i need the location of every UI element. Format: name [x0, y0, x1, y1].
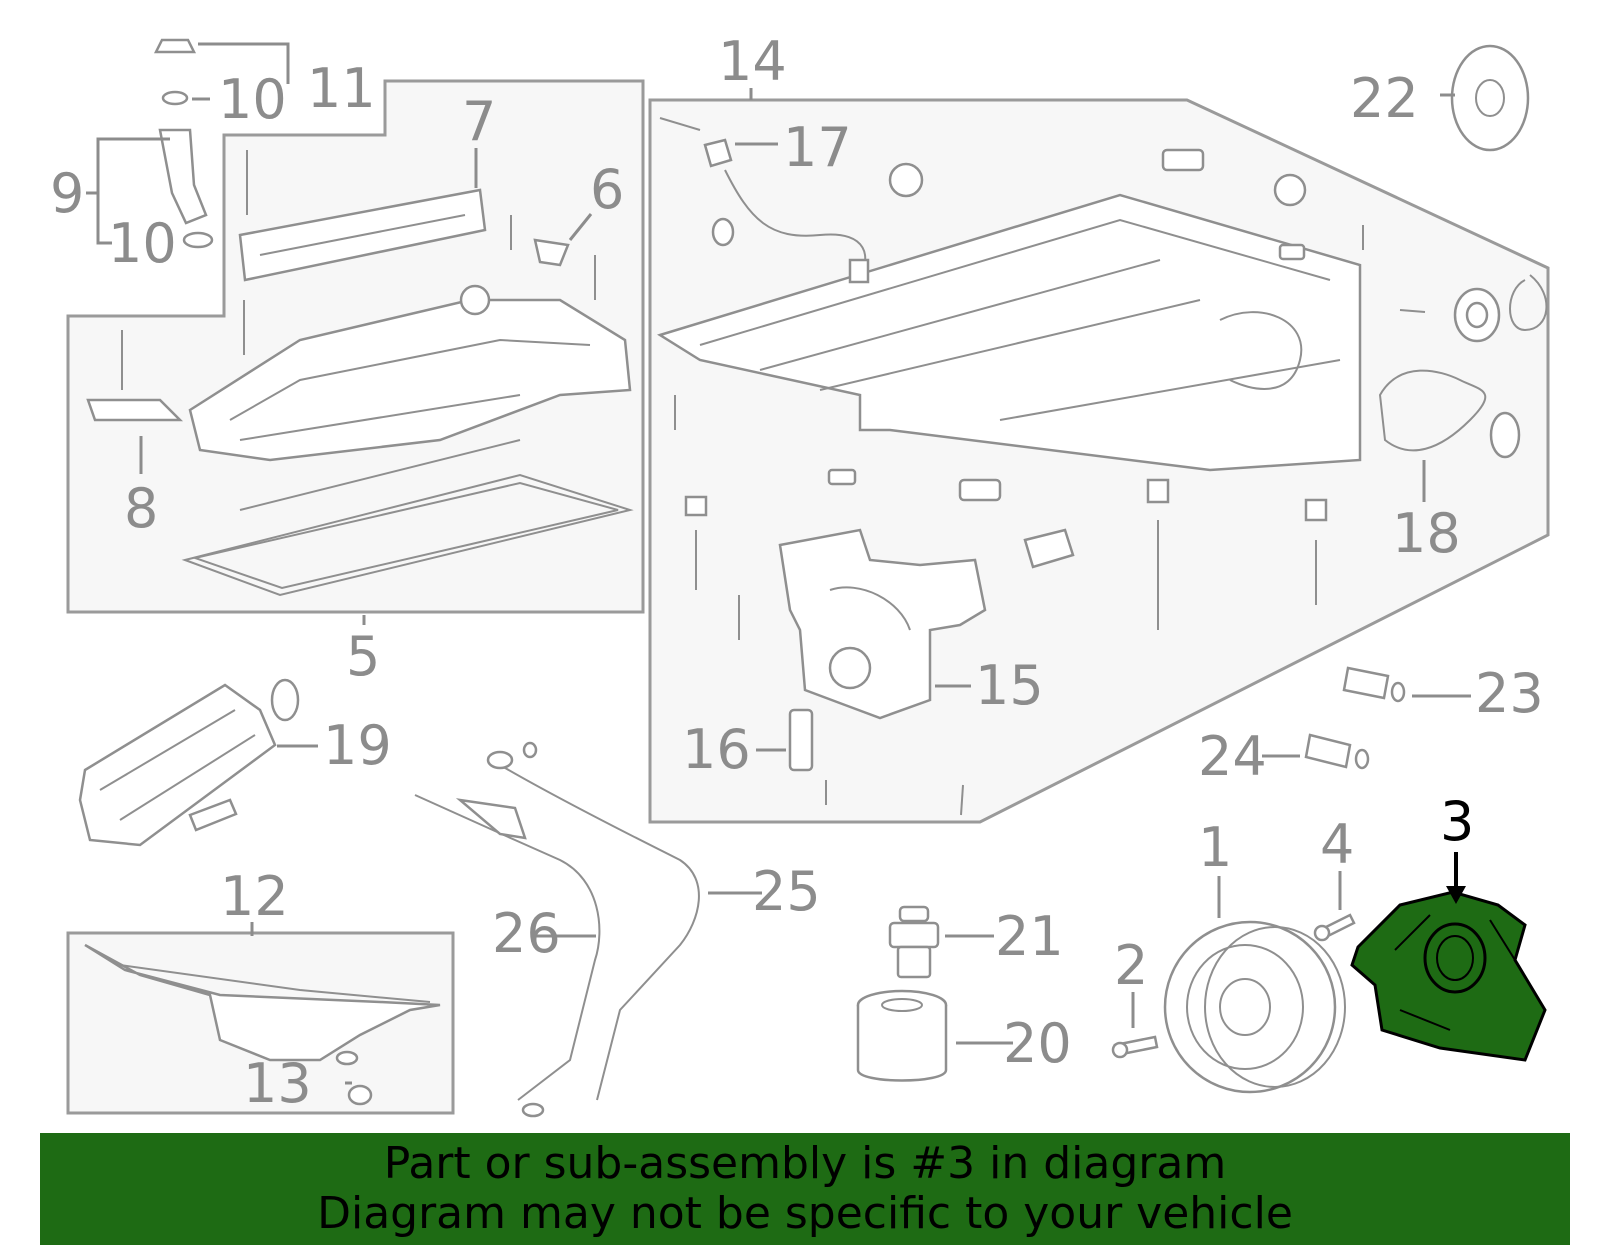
- banner-line-1: Part or sub-assembly is #3 in diagram: [383, 1138, 1227, 1189]
- callout-8: 8: [124, 477, 158, 540]
- callout-4: 4: [1320, 813, 1354, 876]
- leader-lines: [86, 42, 1471, 1085]
- adapter-21: [888, 905, 940, 979]
- dipstick-tube-26: [414, 794, 601, 1118]
- info-banner: Part or sub-assembly is #3 in diagram Di…: [40, 1133, 1570, 1245]
- callout-26: 26: [492, 902, 561, 965]
- oil-control-solenoid-16: [788, 708, 827, 805]
- callout-9: 9: [50, 162, 84, 225]
- bolt-2: [1111, 1035, 1159, 1059]
- plugs-and-bolts: [674, 148, 1364, 816]
- sprocket-22: [1450, 44, 1530, 152]
- sensor-24: [1304, 733, 1370, 770]
- callout-5: 5: [346, 625, 380, 688]
- callout-18: 18: [1392, 502, 1461, 565]
- callout-10-lower: 10: [108, 212, 177, 275]
- oil-pump: [778, 528, 987, 720]
- oil-filler-cap: [153, 38, 214, 249]
- rear-main-seal-housing-3[interactable]: [1350, 890, 1547, 1062]
- callout-7: 7: [462, 90, 496, 153]
- callout-19: 19: [323, 714, 392, 777]
- callout-12: 12: [220, 865, 289, 928]
- callout-22: 22: [1350, 67, 1419, 130]
- callout-2: 2: [1114, 934, 1148, 997]
- callout-20: 20: [1003, 1012, 1072, 1075]
- callout-13: 13: [243, 1052, 312, 1115]
- callout-23: 23: [1475, 662, 1544, 725]
- callout-6: 6: [590, 158, 624, 221]
- crankshaft-pulley-1: [1163, 920, 1346, 1094]
- oil-pan-tube-19: [78, 678, 300, 847]
- banner-line-2: Diagram may not be specific to your vehi…: [317, 1188, 1293, 1239]
- oil-filter-20: [856, 989, 948, 1082]
- oil-pan-upper-block: [657, 193, 1362, 472]
- camshaft-cover: [188, 284, 632, 462]
- sensor-6: [510, 215, 596, 300]
- valve-cover-gasket: [181, 439, 634, 597]
- callout-14: 14: [718, 30, 787, 93]
- callout-11: 11: [307, 57, 376, 120]
- callout-15: 15: [975, 654, 1044, 717]
- sensor-23: [1342, 666, 1406, 703]
- oil-pressure-tube-17: [659, 117, 870, 284]
- callout-25: 25: [752, 860, 821, 923]
- callout-16: 16: [682, 718, 751, 781]
- oil-control-valve-body: [238, 150, 487, 355]
- bracket-8: [86, 330, 184, 422]
- callout-24: 24: [1198, 725, 1267, 788]
- bolt-4: [1313, 913, 1356, 942]
- callout-21: 21: [995, 905, 1064, 968]
- seal-and-ring: [1399, 274, 1548, 459]
- callout-10-upper: 10: [218, 68, 287, 131]
- callout-1: 1: [1198, 816, 1232, 879]
- dipstick-25: [486, 741, 700, 1101]
- gasket-18: [1378, 369, 1487, 452]
- callout-3-highlighted: 3: [1440, 790, 1474, 853]
- callout-17: 17: [783, 116, 852, 179]
- oil-pan-12: [84, 943, 441, 1106]
